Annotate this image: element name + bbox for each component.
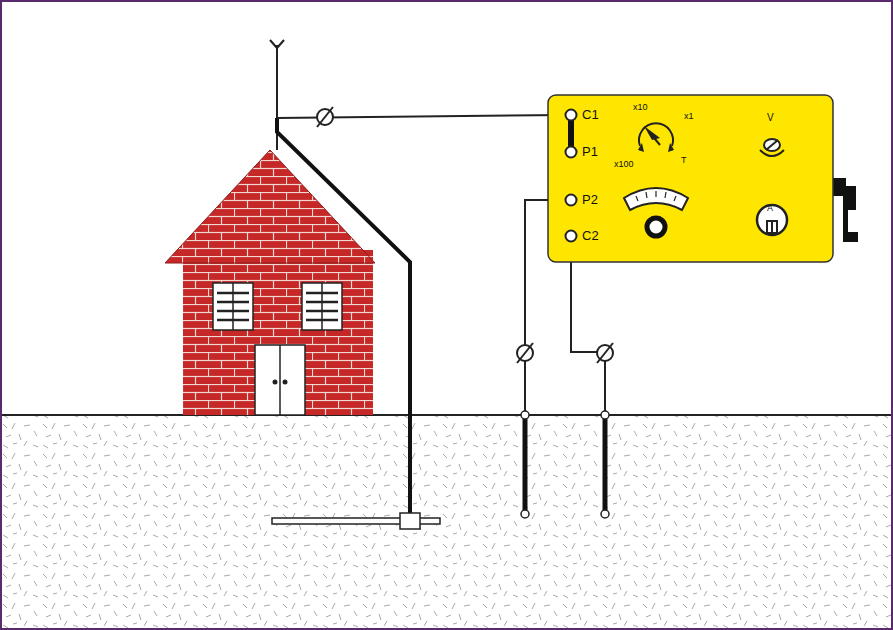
knob-label: A — [767, 204, 773, 213]
ground-line — [2, 414, 891, 416]
range-label: T — [681, 156, 687, 165]
terminal-label: P2 — [582, 193, 598, 206]
tester-panel: C1P1P2C2 x10 x1 x100 T V A — [548, 95, 833, 262]
knob-label: V — [767, 113, 774, 123]
house — [165, 150, 375, 415]
lead-clips — [317, 107, 613, 363]
terminal-label: C2 — [582, 229, 599, 242]
earth-tester — [548, 95, 858, 262]
range-label: x10 — [633, 103, 648, 112]
range-label: x100 — [614, 160, 634, 169]
range-label: x1 — [684, 112, 694, 121]
buried-pipe — [272, 513, 440, 529]
test-spikes — [521, 411, 609, 518]
terminal-label: P1 — [582, 145, 598, 158]
soil — [2, 415, 891, 628]
terminal-label: C1 — [582, 108, 599, 121]
earth-conductor — [277, 118, 410, 517]
